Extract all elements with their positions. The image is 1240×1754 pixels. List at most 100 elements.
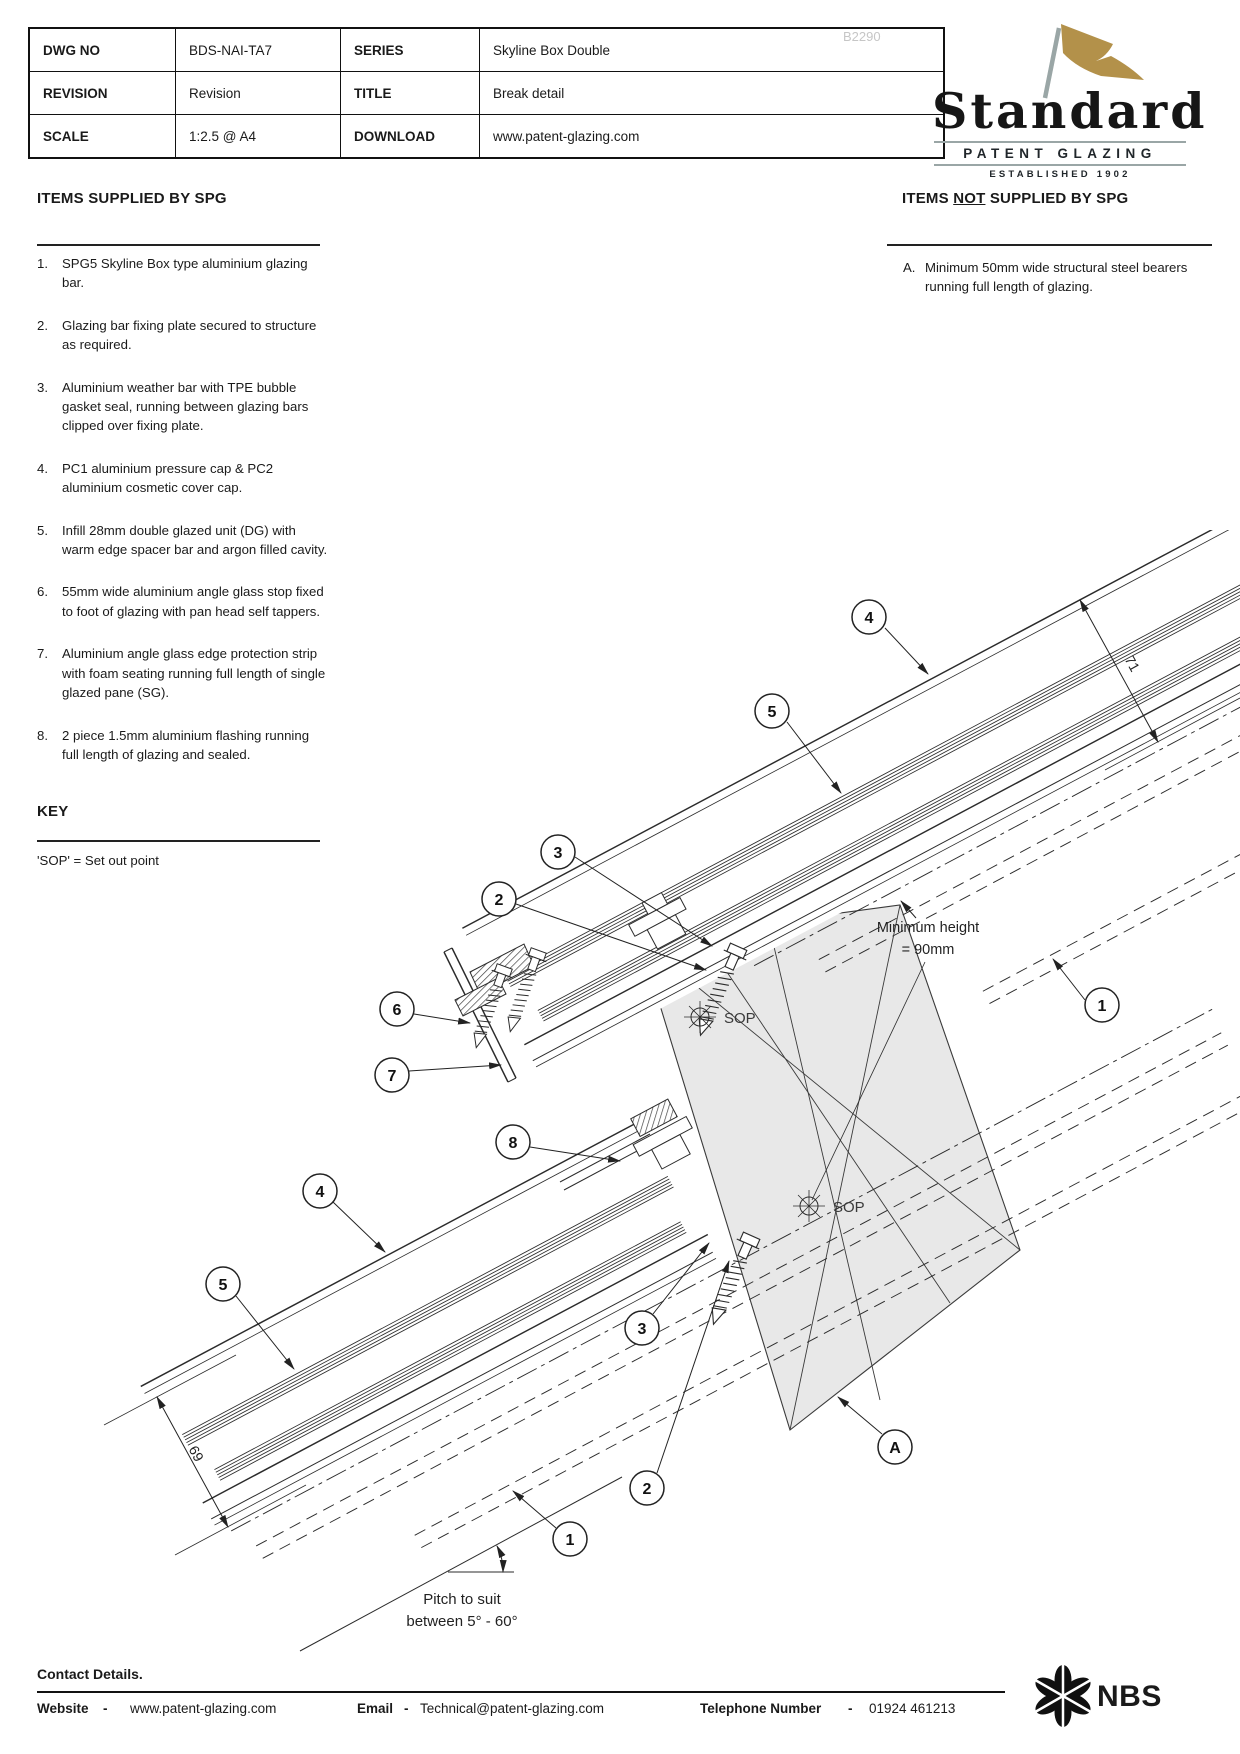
svg-text:= 90mm: = 90mm	[902, 942, 955, 958]
item-text: SPG5 Skyline Box type aluminium glazing …	[62, 256, 308, 291]
svg-text:Pitch to suit: Pitch to suit	[423, 1591, 501, 1608]
item-number: A.	[903, 260, 916, 275]
item-text: Aluminium angle glass edge protection st…	[62, 646, 326, 701]
website-link[interactable]: www.patent-glazing.com	[130, 1701, 277, 1716]
svg-text:5: 5	[768, 704, 777, 721]
item-number: 7.	[37, 646, 48, 662]
svg-text:2: 2	[643, 1481, 652, 1498]
supplied-rule	[37, 244, 320, 246]
edge-protection-section	[454, 977, 507, 1017]
lower-junction-detail	[559, 1098, 764, 1330]
list-item: 3. Aluminium weather bar with TPE bubble …	[37, 378, 337, 436]
break-detail-drawing: SOP SOP 71 69 Minimum height = 90mm	[103, 530, 1240, 1652]
item-number: 6.	[37, 584, 48, 600]
email-link[interactable]: Technical@patent-glazing.com	[420, 1701, 605, 1716]
logo-subtitle: PATENT GLAZING	[963, 146, 1157, 161]
item-number: 1.	[37, 256, 48, 271]
callout-3-weather-bar-lower: 3	[624, 1242, 710, 1346]
sop-marker-lower	[793, 1190, 825, 1222]
lower-glazing-bar	[128, 1007, 1240, 1559]
sheet-watermark: B2290	[843, 29, 881, 44]
download-url[interactable]: www.patent-glazing.com	[479, 114, 945, 159]
callout-8-flashing: 8	[495, 1124, 622, 1163]
revision-value: Revision	[175, 71, 341, 115]
website-label: Website	[37, 1701, 89, 1716]
svg-text:7: 7	[388, 1068, 397, 1085]
callout-1-glazing-bar-lower: 1	[512, 1490, 588, 1557]
dimension-71: 71	[1026, 554, 1240, 771]
callout-2-fixing-plate-lower: 2	[629, 1259, 730, 1506]
svg-text:6: 6	[393, 1002, 402, 1019]
svg-text:1: 1	[566, 1532, 575, 1549]
steel-bearer	[639, 904, 1021, 1431]
sop-label-lower: SOP	[833, 1199, 865, 1216]
svg-text:5: 5	[219, 1277, 228, 1294]
phone-label: Telephone Number	[700, 1701, 822, 1716]
email-label: Email	[357, 1701, 394, 1716]
phone-number: 01924 461213	[869, 1701, 956, 1716]
nbs-logo-icon	[1029, 1660, 1097, 1736]
svg-text:71: 71	[1122, 653, 1144, 675]
callout-5-double-glazed-unit-lower: 5	[205, 1266, 295, 1370]
supplied-list: 1. SPG5 Skyline Box type aluminium glazin…	[37, 254, 337, 787]
series-label: SERIES	[340, 27, 480, 72]
contact-details-heading: Contact Details.	[37, 1666, 143, 1682]
title-block: DWG NO BDS-NAI-TA7 SERIES Skyline Box Do…	[28, 27, 945, 159]
scale-label: SCALE	[28, 114, 176, 159]
svg-text:69: 69	[186, 1443, 208, 1465]
item-number: 5.	[37, 522, 48, 538]
item-number: 2.	[37, 317, 48, 333]
list-item: 8. 2 piece 1.5mm aluminium flashing runni…	[37, 726, 337, 765]
callout-2-fixing-plate: 2	[481, 881, 708, 971]
glazing-foot-detail	[443, 943, 550, 1083]
callout-1-glazing-bar: 1	[1052, 958, 1120, 1023]
sop-label-upper: SOP	[724, 1010, 756, 1027]
key-heading: KEY	[37, 803, 69, 820]
list-item: A. Minimum 50mm wide structural steel bea…	[903, 258, 1213, 297]
title-value: Break detail	[479, 71, 945, 115]
item-text: Aluminium weather bar with TPE bubble ga…	[62, 379, 309, 434]
logo-established: ESTABLISHED 1902	[989, 169, 1131, 180]
svg-text:3: 3	[554, 845, 563, 862]
callout-4-pressure-cap-lower: 4	[302, 1173, 386, 1253]
svg-text:between 5° - 60°: between 5° - 60°	[406, 1613, 517, 1630]
item-text: 2 piece 1.5mm aluminium flashing running…	[62, 727, 310, 762]
heading-part: ITEMS	[902, 190, 954, 207]
heading-not: NOT	[953, 190, 986, 207]
not-supplied-list: A. Minimum 50mm wide structural steel bea…	[903, 258, 1213, 320]
svg-text:3: 3	[638, 1321, 647, 1338]
footer-rule	[37, 1691, 1005, 1693]
list-item: 4. PC1 aluminium pressure cap & PC2 alumi…	[37, 459, 337, 498]
svg-text:A: A	[889, 1440, 901, 1457]
item-text: Glazing bar fixing plate secured to stru…	[62, 317, 317, 353]
item-text: Infill 28mm double glazed unit (DG) with…	[62, 522, 328, 558]
svg-text:4: 4	[865, 610, 874, 627]
svg-text:8: 8	[509, 1135, 518, 1152]
item-number: 4.	[37, 460, 48, 476]
svg-text:2: 2	[495, 892, 504, 909]
separator: -	[848, 1701, 853, 1716]
nbs-logo-text: NBS	[1097, 1680, 1162, 1713]
item-text: 55mm wide aluminium angle glass stop fix…	[62, 584, 324, 619]
scale-value: 1:2.5 @ A4	[175, 114, 341, 159]
item-text: Minimum 50mm wide structural steel beare…	[925, 260, 1188, 295]
separator: -	[404, 1701, 409, 1716]
title-block-row: DWG NO BDS-NAI-TA7 SERIES Skyline Box Do…	[28, 27, 945, 72]
revision-label: REVISION	[28, 71, 176, 115]
callout-A-steel-bearer: A	[837, 1396, 913, 1465]
list-item: 2. Glazing bar fixing plate secured to st…	[37, 316, 337, 355]
callout-7-edge-protection: 7	[374, 1057, 503, 1093]
dimension-69: 69	[103, 1354, 307, 1556]
key-rule	[37, 840, 320, 842]
svg-text:4: 4	[316, 1184, 325, 1201]
dwg-no-label: DWG NO	[28, 27, 176, 72]
item-text: PC1 aluminium pressure cap & PC2 alumini…	[62, 460, 274, 496]
callout-3-weather-bar: 3	[540, 834, 713, 947]
list-item: 7. Aluminium angle glass edge protection …	[37, 644, 337, 702]
separator: -	[103, 1701, 108, 1716]
list-item: 6. 55mm wide aluminium angle glass stop f…	[37, 582, 337, 621]
item-number: 3.	[37, 379, 48, 395]
title-block-row: SCALE 1:2.5 @ A4 DOWNLOAD www.patent-gla…	[28, 114, 945, 159]
item-number: 8.	[37, 727, 48, 743]
